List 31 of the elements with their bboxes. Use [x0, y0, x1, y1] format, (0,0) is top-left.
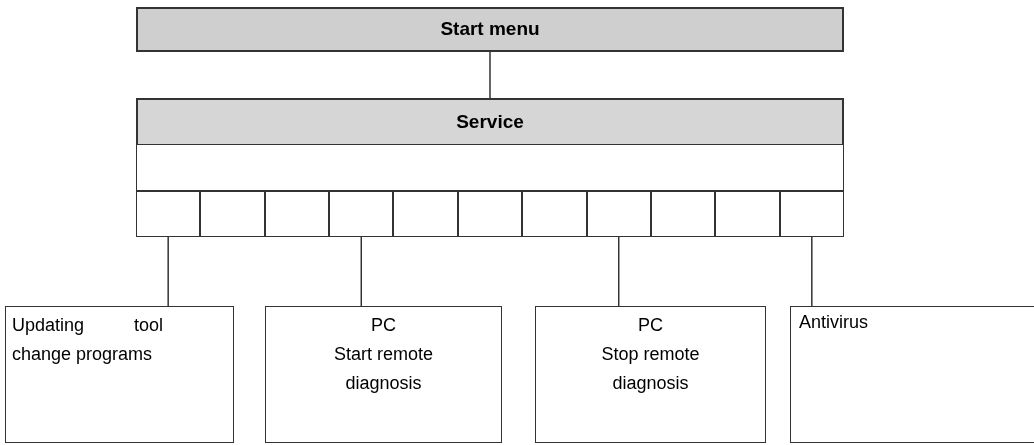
- function-label: Antivirus: [799, 311, 870, 334]
- menu-bar: [136, 7, 844, 52]
- menu-slot: [779, 191, 844, 237]
- function-box: [535, 306, 766, 443]
- menu-slot: [136, 191, 201, 237]
- connector-line: [360, 236, 362, 307]
- menu-slot: [457, 191, 523, 237]
- connector-line: [811, 236, 813, 307]
- empty-row: [136, 144, 844, 191]
- connector-line: [489, 51, 491, 99]
- menu-panel: [136, 98, 844, 237]
- menu-title: Start menu: [440, 17, 540, 42]
- function-label: Stop remote diagnosis: [600, 343, 701, 395]
- menu-slot: [586, 191, 651, 237]
- menu-slot: [264, 191, 330, 237]
- connector-line: [167, 236, 169, 307]
- menu-slot: [329, 191, 394, 237]
- function-label: Start remote diagnosis: [332, 343, 434, 395]
- menu-slot: [715, 191, 780, 237]
- connector-line: [618, 236, 620, 307]
- menu-slot: [650, 191, 716, 237]
- menu-slot: [522, 191, 587, 237]
- function-box: [790, 306, 1034, 443]
- function-label: PC: [371, 314, 396, 337]
- function-box: [5, 306, 234, 443]
- menu-slot: [200, 191, 265, 237]
- menu-slot: [393, 191, 458, 237]
- function-label: PC: [638, 314, 663, 337]
- function-box: [265, 306, 502, 443]
- function-label: Updating tool change programs: [12, 314, 163, 366]
- panel-title: Service: [456, 109, 524, 134]
